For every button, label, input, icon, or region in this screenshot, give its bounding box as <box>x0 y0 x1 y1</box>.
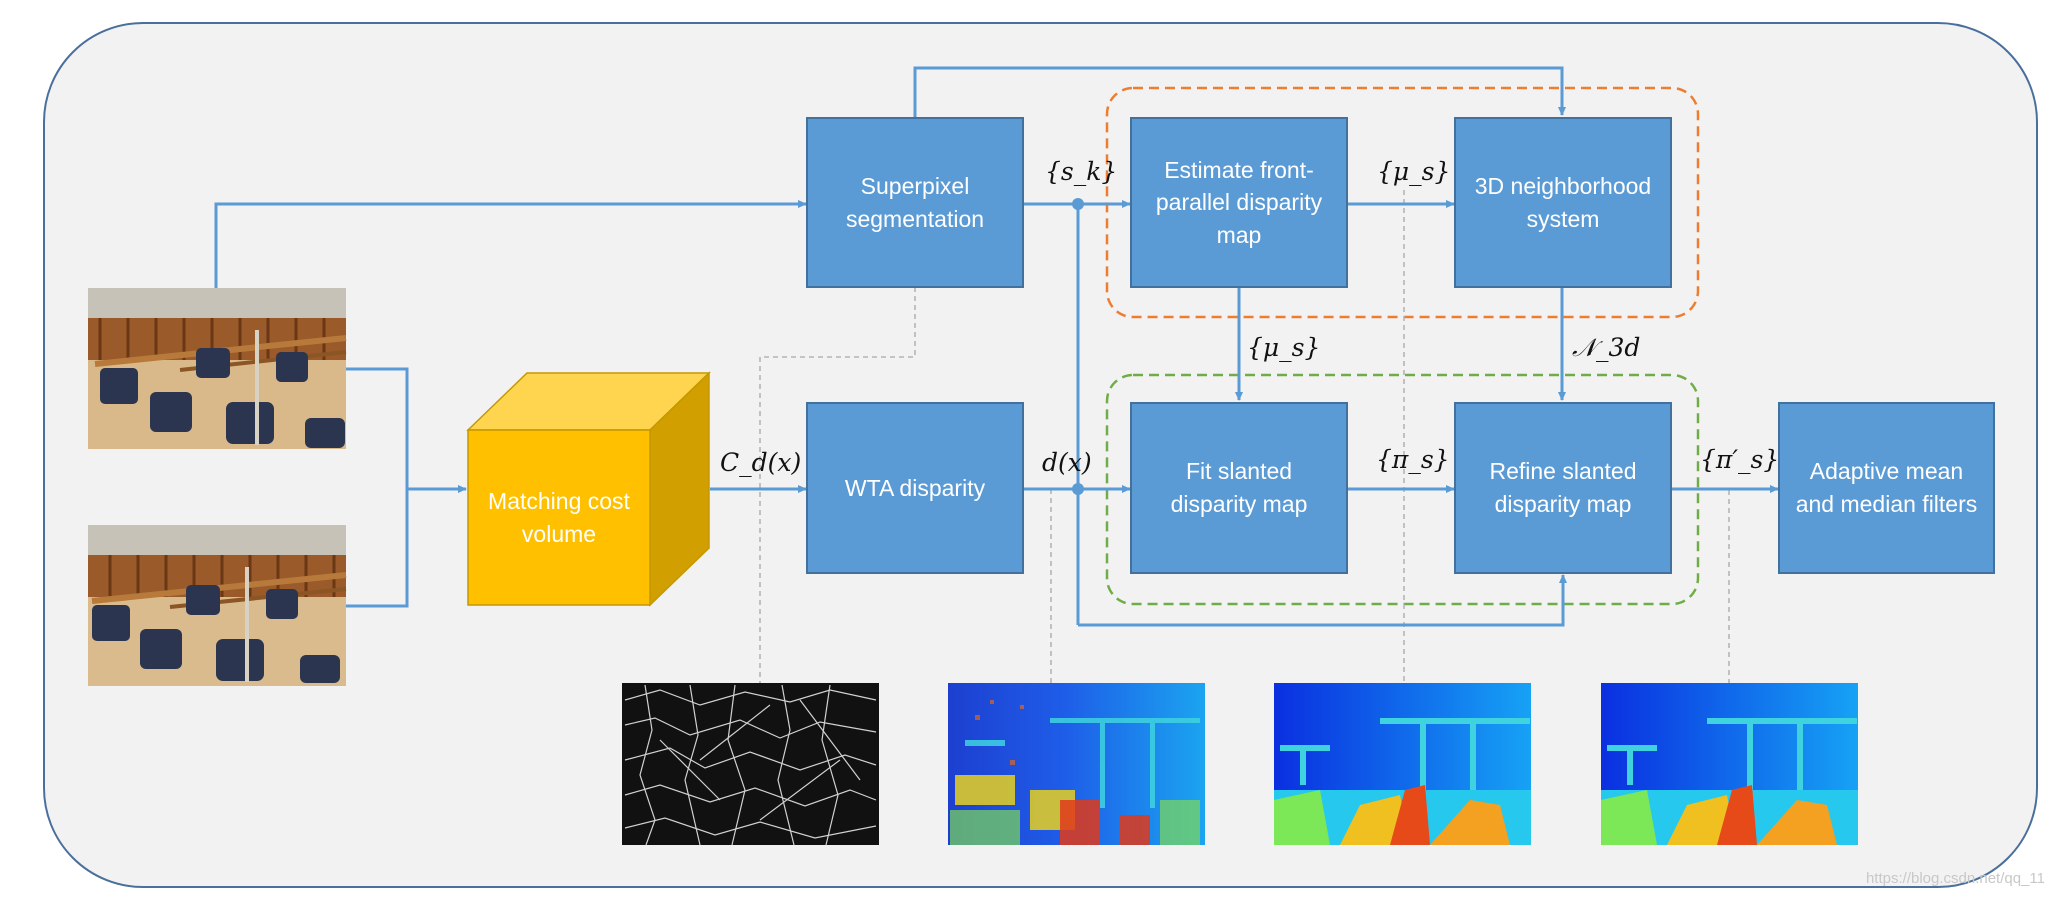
superpixel-edge-map <box>622 683 879 846</box>
adaptive-filters-box: Adaptive mean and median filters <box>1778 402 1995 574</box>
watermark: https://blog.csdn.net/qq_11 <box>1865 870 2045 887</box>
arrows <box>214 66 1779 627</box>
junction-dot <box>1072 483 1084 495</box>
box-label: Refine slanted disparity map <box>1489 458 1637 517</box>
label-mu-top: {μ_s} <box>1377 157 1451 186</box>
label-dx: d(x) <box>1042 448 1092 477</box>
box-label: 3D neighborhood system <box>1474 172 1652 232</box>
estimate-front-parallel-box: Estimate front- parallel disparity map <box>1130 117 1348 288</box>
junction-dot <box>1072 198 1084 210</box>
wta-disparity-box: WTA disparity <box>806 402 1024 574</box>
leader-lines <box>759 190 1730 683</box>
label-cost: C_d(x) <box>720 448 802 477</box>
3d-neighborhood-box: 3D neighborhood system <box>1454 117 1672 288</box>
label-pi: {π_s} <box>1376 445 1450 474</box>
box-label: Adaptive mean and median filters <box>1795 458 1978 517</box>
cost-volume-cube <box>466 371 711 607</box>
refined-disparity-map <box>1601 683 1858 845</box>
box-label: Matching cost volume <box>488 487 630 547</box>
stereo-right-image <box>88 525 347 686</box>
label-pi-prime: {π′_s} <box>1700 445 1780 474</box>
box-label: Superpixel segmentation <box>845 172 985 232</box>
box-label: WTA disparity <box>844 474 986 501</box>
superpixel-segmentation-box: Superpixel segmentation <box>806 117 1024 288</box>
fit-slanted-box: Fit slanted disparity map <box>1130 402 1348 574</box>
slanted-disparity-map <box>1274 683 1531 845</box>
refine-slanted-box: Refine slanted disparity map <box>1454 402 1672 574</box>
box-label: Fit slanted disparity map <box>1170 458 1308 517</box>
label-sk: {s_k} <box>1045 157 1118 186</box>
box-label: Estimate front- parallel disparity map <box>1155 156 1323 248</box>
wta-disparity-map <box>948 683 1205 845</box>
label-n3d: 𝒩_3d <box>1572 333 1641 362</box>
matching-cost-volume-label: Matching cost volume <box>468 430 650 605</box>
label-mu-mid: {μ_s} <box>1247 333 1321 362</box>
stereo-left-image <box>88 288 347 449</box>
